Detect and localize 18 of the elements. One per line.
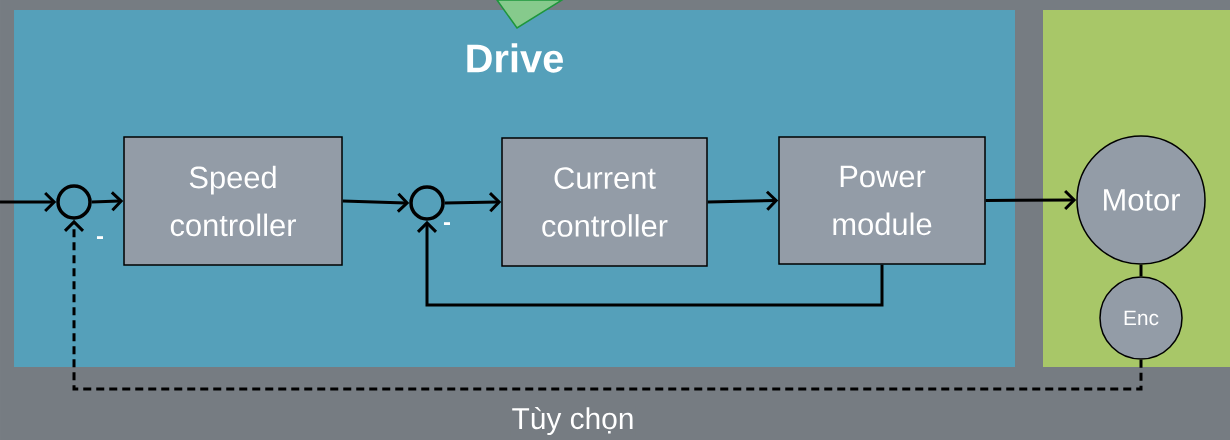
arrow [416, 220, 884, 307]
sign-label: - [443, 222, 451, 225]
block-box: Power module [778, 136, 986, 265]
arrow [444, 192, 502, 213]
summing-junction [56, 184, 92, 220]
panel-title: Drive [467, 43, 563, 73]
block-box: Current controller [501, 137, 708, 267]
arrow [0, 191, 57, 213]
arrow [342, 192, 410, 213]
arrow [707, 190, 779, 211]
summing-junction [409, 185, 445, 221]
arrow [91, 191, 124, 212]
connector [1139, 264, 1143, 277]
arrow [63, 219, 1143, 391]
edge-label: Tùy chọn [510, 405, 636, 437]
arrow [985, 190, 1077, 211]
sign-label: - [96, 236, 104, 239]
block-box: Speed controller [123, 136, 343, 266]
